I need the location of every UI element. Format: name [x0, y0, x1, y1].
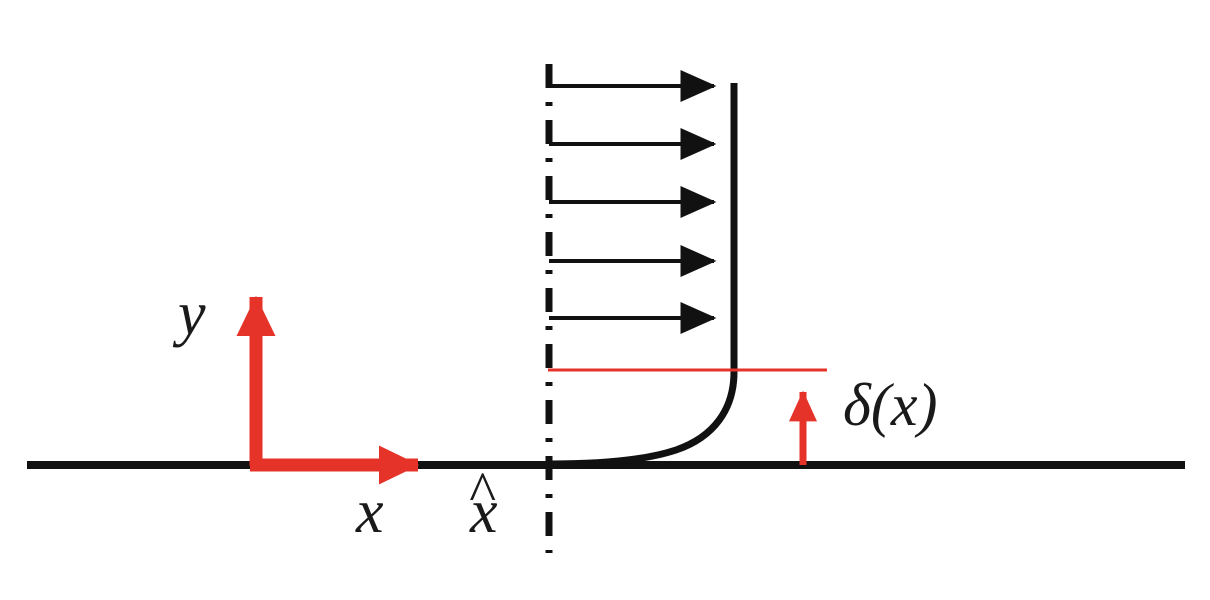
freestream-velocity-arrows: [549, 70, 717, 334]
x-hat-station-label: ^ x: [469, 464, 498, 546]
x-axis-label: x: [356, 478, 384, 546]
x-hat-base-letter: x: [470, 478, 498, 546]
hat-accent-icon: ^: [469, 460, 497, 524]
y-axis-label: y: [178, 280, 206, 348]
boundary-layer-thickness-indicator: [548, 368, 827, 465]
boundary-layer-velocity-profile-curve: [549, 83, 738, 468]
coordinate-axes-red: [236, 295, 420, 485]
delta-thickness-label: δ(x): [843, 372, 938, 438]
x-hat-glyph: ^ x: [469, 464, 498, 546]
